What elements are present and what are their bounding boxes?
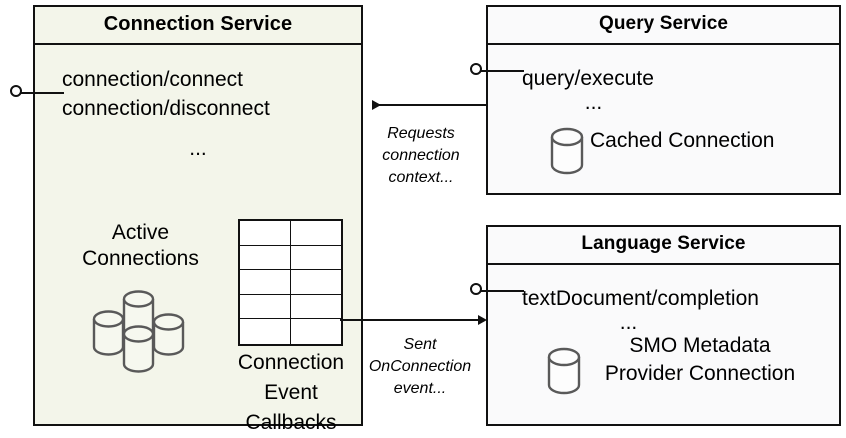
operation-textdocument-completion: textDocument/completion xyxy=(522,287,759,310)
connection-event-callbacks-table xyxy=(238,219,343,346)
lollipop-icon-query-service[interactable] xyxy=(470,63,530,79)
language-service-body: textDocument/completion ... xyxy=(488,263,839,424)
cylinder-cluster-icon xyxy=(85,286,207,378)
callbacks-label-line1: Connection xyxy=(237,351,345,374)
operation-connection-connect: connection/connect xyxy=(62,68,243,91)
callbacks-label-line3: Callbacks xyxy=(245,411,337,434)
cached-connection-label: Cached Connection xyxy=(590,129,775,152)
operation-connection-disconnect: connection/disconnect xyxy=(62,97,270,120)
query-service-operations: query/execute xyxy=(522,64,654,93)
requests-label-line3: context... xyxy=(388,169,454,186)
lollipop-ball xyxy=(10,85,22,97)
lollipop-icon-language-service[interactable] xyxy=(470,283,530,299)
table-cell xyxy=(240,270,291,295)
callbacks-label-line2: Event xyxy=(264,381,318,404)
table-cell xyxy=(291,319,342,344)
smo-label-line2: Provider Connection xyxy=(604,362,796,385)
query-service-body: query/execute ... xyxy=(488,43,839,193)
language-service-operations-ellipsis: ... xyxy=(619,311,638,334)
table-cell xyxy=(240,319,291,344)
connection-event-callbacks-label: Connection Event Callbacks xyxy=(223,348,359,438)
cylinder-icon xyxy=(543,345,585,402)
component-query-service[interactable]: Query Service query/execute ... xyxy=(486,5,841,195)
lollipop-stem xyxy=(478,70,524,72)
component-connection-service[interactable]: Connection Service connection/connect co… xyxy=(33,5,363,434)
requests-label-line1: Requests xyxy=(387,125,455,142)
component-language-service[interactable]: Language Service textDocument/completion… xyxy=(486,225,841,426)
connection-service-title: Connection Service xyxy=(35,7,361,45)
table-cell xyxy=(290,295,341,320)
table-cell xyxy=(240,294,291,320)
sent-label-line2: OnConnection xyxy=(368,358,472,375)
query-service-title: Query Service xyxy=(488,7,839,45)
sent-label-line1: Sent xyxy=(403,336,437,353)
table-cell xyxy=(290,221,341,246)
lollipop-stem xyxy=(18,92,64,94)
table-cell xyxy=(290,246,341,271)
language-service-title: Language Service xyxy=(488,227,839,265)
sent-label-line3: event... xyxy=(393,380,447,397)
smo-metadata-provider-connection-label: SMO Metadata Provider Connection xyxy=(575,332,825,388)
active-connections-label-line1: Active xyxy=(111,221,170,244)
lollipop-ball xyxy=(470,283,482,295)
lollipop-icon-connection-service[interactable] xyxy=(10,85,70,101)
operation-query-execute: query/execute xyxy=(522,67,654,90)
connection-service-operations-ellipsis: ... xyxy=(189,137,207,160)
arrow-label-requests-connection-context: Requests connection context... xyxy=(366,123,476,189)
query-service-operations-ellipsis: ... xyxy=(584,91,603,114)
connection-service-body: connection/connect connection/disconnect… xyxy=(35,43,361,434)
active-connections-label: Active Connections xyxy=(48,220,233,272)
table-cell xyxy=(290,270,341,295)
requests-label-line2: connection xyxy=(382,147,460,164)
cylinder-icon xyxy=(546,125,588,182)
connection-service-operations: connection/connect connection/disconnect xyxy=(62,65,270,123)
lollipop-stem xyxy=(478,290,524,292)
lollipop-ball xyxy=(470,63,482,75)
table-cell xyxy=(240,245,291,271)
arrow-label-sent-onconnection-event: Sent OnConnection event... xyxy=(360,334,480,400)
smo-label-line1: SMO Metadata xyxy=(629,334,771,357)
language-service-operations: textDocument/completion xyxy=(522,284,759,313)
active-connections-label-line2: Connections xyxy=(82,247,199,270)
table-cell xyxy=(240,221,291,246)
